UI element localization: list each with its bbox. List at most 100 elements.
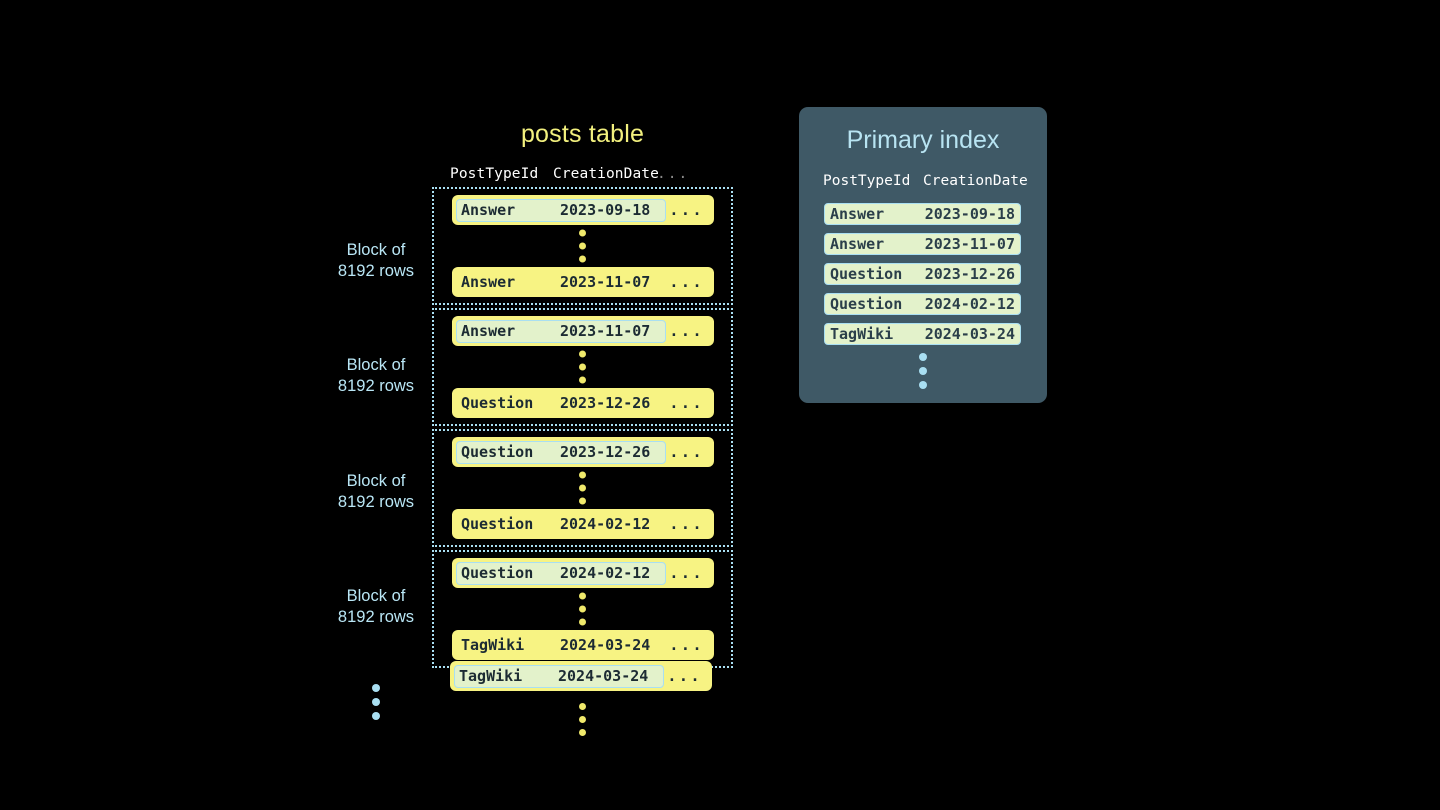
table-row: Answer 2023-09-18 ... [452,195,714,225]
cell-creationdate: 2023-09-18 [924,205,1015,223]
block-label-line1: Block of [346,356,406,374]
dot [579,592,586,600]
dot [579,229,586,237]
cell-creationdate: 2023-11-07 [924,235,1015,253]
cell-creationdate: 2023-12-26 [560,442,651,461]
cell-creationdate: 2023-11-07 [560,321,651,340]
block-label-line1: Block of [346,472,406,490]
dot [579,471,586,479]
vertical-ellipsis-dots [434,592,731,626]
dot [579,497,586,505]
cell-creationdate: 2023-12-26 [924,265,1015,283]
cell-ellipsis: ... [669,443,704,461]
block-continuation-dots [306,684,446,720]
block-label-line2: 8192 rows [337,262,415,280]
table-row: TagWiki 2024-03-24 ... [450,661,712,691]
cell-ellipsis: ... [669,201,704,219]
trailing-row-container: TagWiki 2024-03-24 ... [432,661,733,691]
vertical-ellipsis-dots [434,350,731,384]
dot [579,484,586,492]
table-block: Question 2024-02-12 ... TagWiki 2024-03-… [432,550,733,668]
row-cells: Question 2023-12-26 [456,392,666,415]
block-list: Answer 2023-09-18 ... Answer 2023-11-07 … [432,187,733,671]
cell-ellipsis: ... [669,322,704,340]
posts-table-column-headers: PostTypeId CreationDate ... [450,166,712,182]
primary-index-row-list: Answer 2023-09-18 Answer 2023-11-07 Ques… [824,203,1021,353]
row-cells: TagWiki 2024-03-24 [456,634,666,657]
index-row: Question 2023-12-26 [824,263,1021,285]
posts-table-title: posts table [520,120,645,148]
dot [372,698,380,706]
primary-index-panel: Primary index PostTypeId CreationDate An… [799,107,1047,403]
column-header-ellipsis: ... [657,166,690,182]
dot [372,712,380,720]
cell-posttypeid: Answer [830,235,885,253]
table-block: Answer 2023-11-07 ... Question 2023-12-2… [432,308,733,426]
table-continuation-dots [432,703,733,736]
row-cells: Question 2024-02-12 [456,513,666,536]
cell-posttypeid: Question [830,265,903,283]
dot [579,376,586,384]
column-header-creationdate: CreationDate [923,173,1028,189]
cell-posttypeid: Question [461,563,534,582]
table-row: TagWiki 2024-03-24 ... [452,630,714,660]
table-row: Question 2023-12-26 ... [452,388,714,418]
dot [579,716,586,723]
row-highlight-box: Question 2023-12-26 [456,440,666,464]
column-header-creationdate: CreationDate [553,166,659,182]
cell-creationdate: 2024-02-12 [924,295,1015,313]
dot [918,367,927,375]
index-row: Question 2024-02-12 [824,293,1021,315]
block-label: Block of 8192 rows [306,586,446,628]
block-label-line1: Block of [346,587,406,605]
block-label-line2: 8192 rows [337,377,415,395]
dot [579,605,586,613]
index-row: Answer 2023-11-07 [824,233,1021,255]
cell-posttypeid: Question [830,295,903,313]
cell-posttypeid: Answer [461,321,516,340]
block-label-line2: 8192 rows [337,608,415,626]
table-block: Question 2023-12-26 ... Question 2024-02… [432,429,733,547]
cell-creationdate: 2024-03-24 [560,635,651,654]
cell-posttypeid: Answer [461,200,516,219]
dot [918,381,927,389]
cell-creationdate: 2023-11-07 [560,272,651,291]
cell-posttypeid: Question [461,442,534,461]
cell-posttypeid: Question [461,393,534,412]
index-continuation-dots [824,353,1021,389]
cell-ellipsis: ... [669,515,704,533]
primary-index-column-headers: PostTypeId CreationDate [823,173,1028,189]
dot [918,353,927,361]
block-label: Block of 8192 rows [306,240,446,282]
cell-creationdate: 2024-03-24 [558,666,649,685]
cell-posttypeid: Question [461,514,534,533]
cell-ellipsis: ... [669,273,704,291]
index-row: Answer 2023-09-18 [824,203,1021,225]
table-row: Question 2024-02-12 ... [452,558,714,588]
cell-ellipsis: ... [669,564,704,582]
row-highlight-box: Question 2024-02-12 [456,561,666,585]
dot [579,729,586,736]
cell-posttypeid: TagWiki [461,635,525,654]
dot [579,255,586,263]
row-highlight-box: Answer 2023-11-07 [456,319,666,343]
column-header-posttypeid: PostTypeId [450,166,539,182]
row-highlight-box: TagWiki 2024-03-24 [454,664,664,688]
cell-creationdate: 2024-02-12 [560,563,651,582]
dot [579,242,586,250]
table-row: Answer 2023-11-07 ... [452,316,714,346]
vertical-ellipsis-dots [434,471,731,505]
dot [579,618,586,626]
cell-creationdate: 2024-02-12 [560,514,651,533]
table-block: Answer 2023-09-18 ... Answer 2023-11-07 … [432,187,733,305]
dot [372,684,380,692]
cell-posttypeid: Answer [830,205,885,223]
cell-ellipsis: ... [669,394,704,412]
block-label: Block of 8192 rows [306,355,446,397]
cell-posttypeid: Answer [461,272,516,291]
block-label-line2: 8192 rows [337,493,415,511]
cell-creationdate: 2023-09-18 [560,200,651,219]
block-label-line1: Block of [346,241,406,259]
vertical-ellipsis-dots [434,229,731,263]
cell-ellipsis: ... [669,636,704,654]
